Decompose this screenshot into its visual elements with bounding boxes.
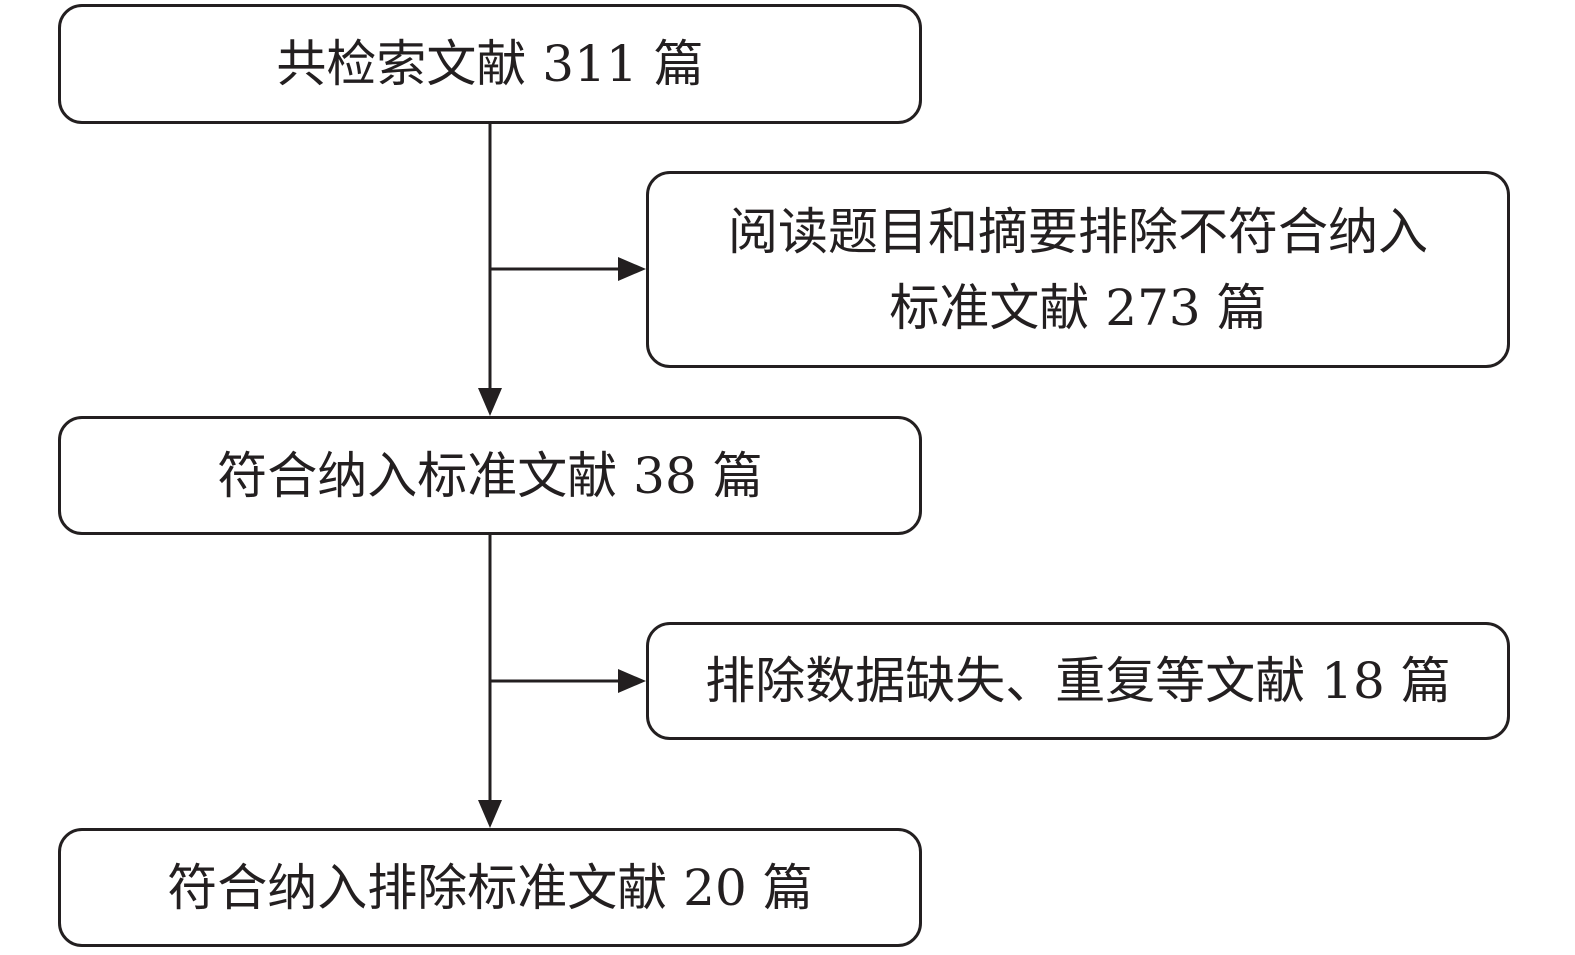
box-final-included-line-1: 符合纳入排除标准文献 20 篇 (167, 858, 813, 917)
box-meets-inclusion: 符合纳入标准文献 38 篇 (58, 416, 922, 535)
box-meets-inclusion-line-1: 符合纳入标准文献 38 篇 (217, 446, 763, 505)
arrowhead-branch-excluded-273 (618, 257, 646, 281)
box-excluded-missing-duplicate-text: 排除数据缺失、重复等文献 18 篇 (705, 643, 1450, 719)
box-excluded-title-abstract: 阅读题目和摘要排除不符合纳入 标准文献 273 篇 (646, 171, 1510, 368)
box-total-retrieved: 共检索文献 311 篇 (58, 4, 922, 124)
box-excluded-missing-duplicate-line-1: 排除数据缺失、重复等文献 18 篇 (705, 652, 1451, 710)
box-excluded-title-abstract-line-2: 标准文献 273 篇 (889, 278, 1267, 337)
arrowhead-branch-excluded-18 (618, 669, 646, 693)
arrowhead-total-to-included (478, 388, 502, 416)
box-total-retrieved-text: 共检索文献 311 篇 (276, 26, 703, 102)
box-excluded-title-abstract-text: 阅读题目和摘要排除不符合纳入 标准文献 273 篇 (728, 194, 1428, 346)
box-meets-inclusion-text: 符合纳入标准文献 38 篇 (217, 438, 762, 514)
box-final-included: 符合纳入排除标准文献 20 篇 (58, 828, 922, 947)
box-final-included-text: 符合纳入排除标准文献 20 篇 (167, 850, 812, 926)
box-excluded-missing-duplicate: 排除数据缺失、重复等文献 18 篇 (646, 622, 1510, 740)
arrowhead-included-to-final (478, 800, 502, 828)
box-excluded-title-abstract-line-1: 阅读题目和摘要排除不符合纳入 (728, 202, 1428, 261)
box-total-retrieved-line-1: 共检索文献 311 篇 (276, 35, 704, 93)
